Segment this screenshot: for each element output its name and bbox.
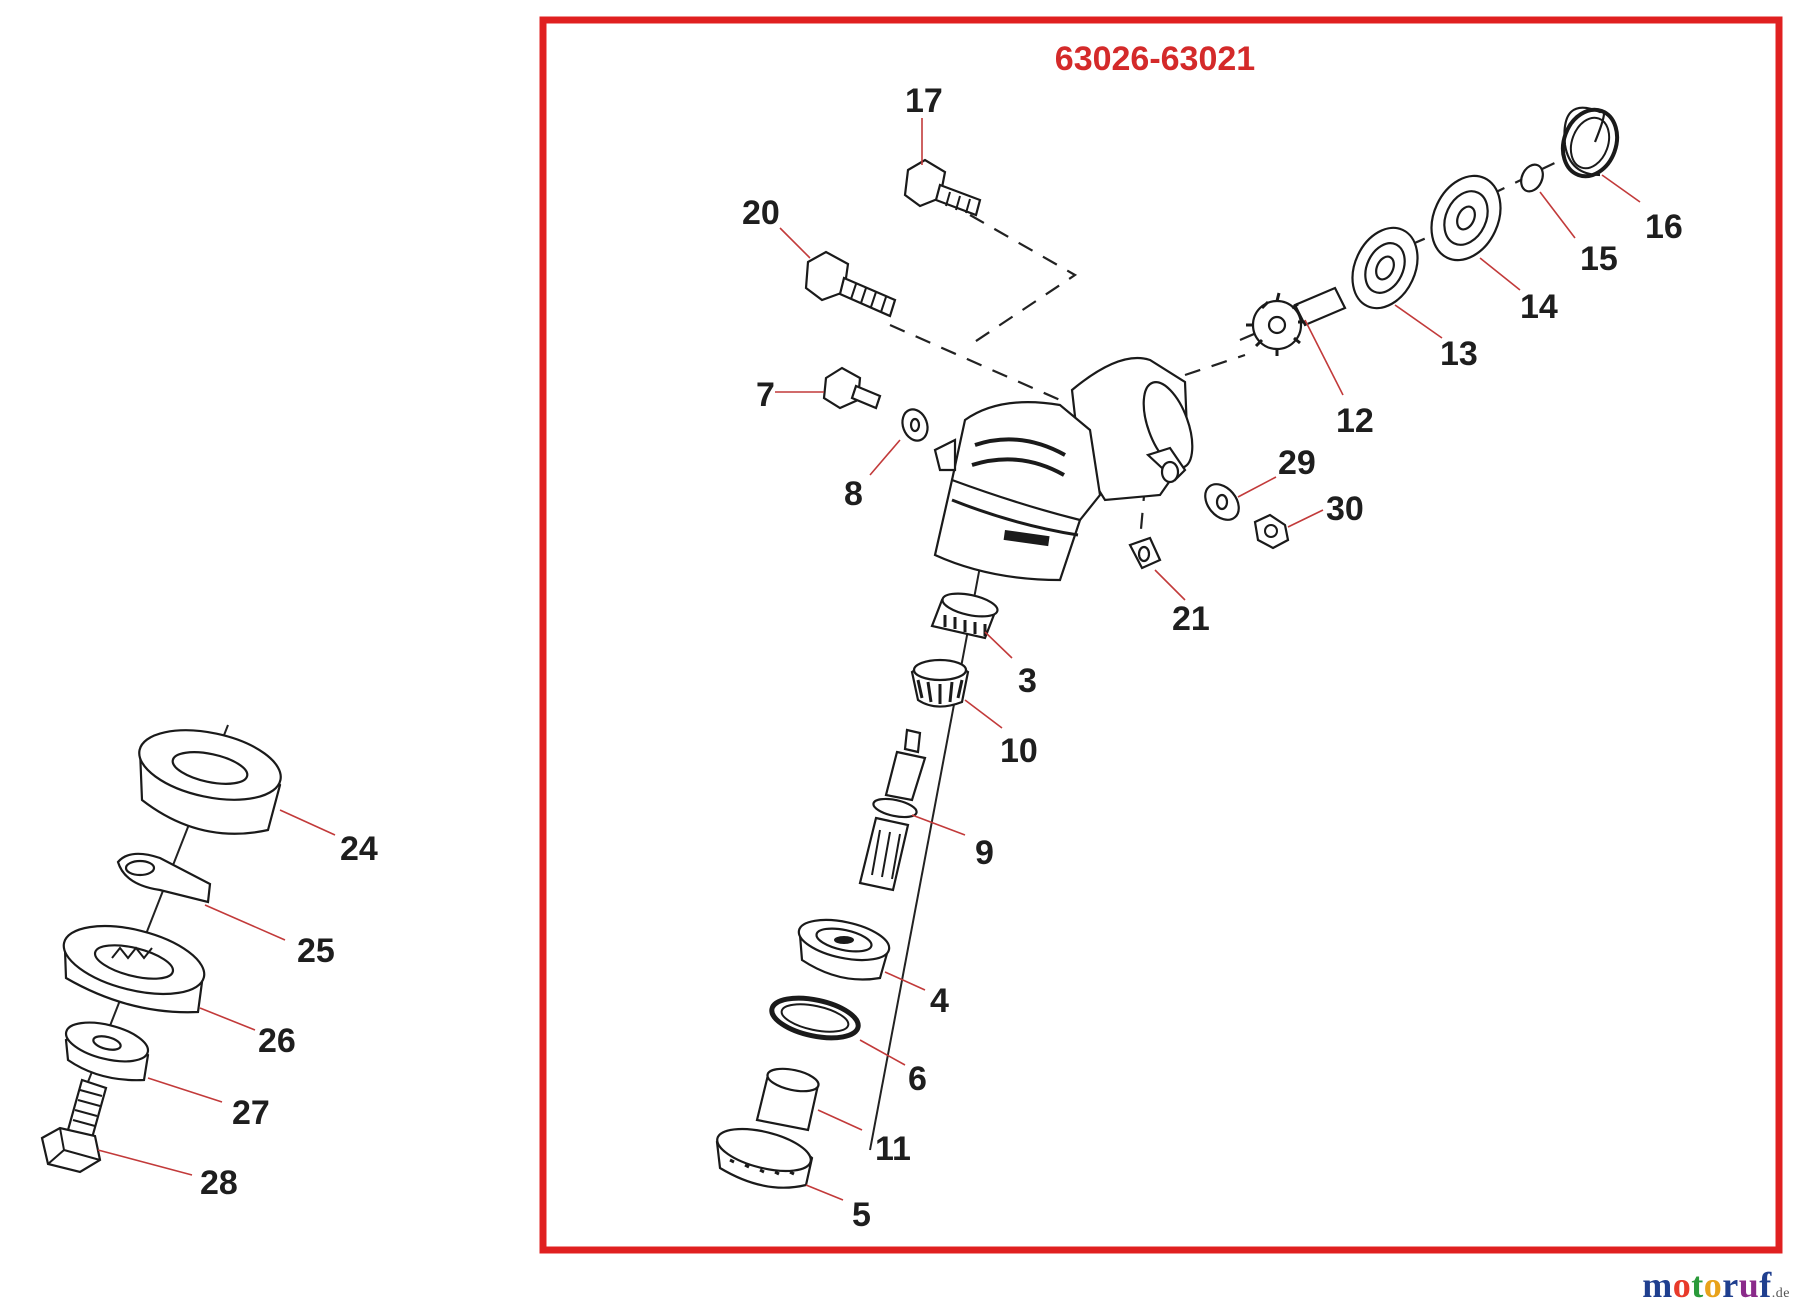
callout-17: 17 <box>905 82 943 120</box>
callout-10: 10 <box>1000 732 1038 770</box>
callout-13: 13 <box>1440 335 1478 373</box>
part-17-screw[interactable] <box>903 158 982 217</box>
part-12-pinion-gear[interactable] <box>1246 286 1347 356</box>
part-5-dust-seal[interactable] <box>713 1121 815 1189</box>
part-13-bearing[interactable] <box>1340 217 1430 318</box>
part-3-needle-bearing[interactable] <box>930 589 999 640</box>
part-21-nut-plate[interactable] <box>1128 536 1162 570</box>
callout-16: 16 <box>1645 208 1683 246</box>
part-10-bevel-gear[interactable] <box>910 658 970 708</box>
assembly-frame <box>539 16 1783 1254</box>
watermark-brand: motoruf <box>1642 1265 1772 1305</box>
callout-8: 8 <box>844 475 863 513</box>
callout-11: 11 <box>875 1130 911 1168</box>
part-24-cup-washer[interactable] <box>133 719 287 835</box>
part-29-washer[interactable] <box>1198 478 1245 527</box>
part-27-washer[interactable] <box>62 1015 152 1082</box>
callout-30: 30 <box>1326 490 1364 528</box>
part-15-small-ring[interactable] <box>1517 161 1547 195</box>
watermark-letter: o <box>1703 1265 1723 1305</box>
callout-4: 4 <box>930 982 949 1020</box>
callout-20: 20 <box>742 194 780 232</box>
watermark-letter: f <box>1759 1265 1772 1305</box>
part-25-clip[interactable] <box>116 852 212 904</box>
callout-3: 3 <box>1018 662 1037 700</box>
watermark-tld: .de <box>1771 1286 1790 1301</box>
part-7-bolt[interactable] <box>822 366 882 410</box>
watermark-letter: u <box>1738 1265 1760 1305</box>
callout-27: 27 <box>232 1094 270 1132</box>
callout-15: 15 <box>1580 240 1618 278</box>
part-28-bolt[interactable] <box>40 1078 108 1174</box>
watermark-letter: m <box>1642 1265 1673 1305</box>
part-9-shaft[interactable] <box>858 728 927 892</box>
part-4-bearing[interactable] <box>795 913 892 981</box>
callout-21: 21 <box>1172 600 1210 638</box>
part-11-sleeve[interactable] <box>755 1065 821 1132</box>
callout-25: 25 <box>297 932 335 970</box>
part-8-washer[interactable] <box>898 406 931 444</box>
gear-housing[interactable] <box>933 356 1202 582</box>
callout-5: 5 <box>852 1196 871 1234</box>
watermark-logo: motoruf.de <box>1642 1264 1790 1306</box>
callout-24: 24 <box>340 830 378 868</box>
gear-head-group: 17 20 7 8 12 13 14 15 16 29 30 21 3 10 9… <box>713 82 1683 1234</box>
watermark-letter: o <box>1672 1265 1692 1305</box>
part-6-circlip[interactable] <box>768 991 862 1045</box>
assembly-title: 63026-63021 <box>1055 40 1255 78</box>
part-26-blade-holder[interactable] <box>57 913 211 1014</box>
callout-12: 12 <box>1336 402 1374 440</box>
callout-14: 14 <box>1520 288 1558 326</box>
part-30-nut[interactable] <box>1253 513 1290 550</box>
watermark-letter: t <box>1691 1265 1704 1305</box>
callout-9: 9 <box>975 834 994 872</box>
watermark-letter: r <box>1722 1265 1739 1305</box>
callout-28: 28 <box>200 1164 238 1202</box>
part-14-bearing[interactable] <box>1418 165 1513 272</box>
part-16-circlip[interactable] <box>1554 102 1626 184</box>
callout-29: 29 <box>1278 444 1316 482</box>
callout-6: 6 <box>908 1060 927 1098</box>
part-20-screw[interactable] <box>804 250 897 318</box>
left-blade-mount-group: 24 25 26 27 28 <box>40 719 378 1202</box>
callout-26: 26 <box>258 1022 296 1060</box>
callout-7: 7 <box>756 376 775 414</box>
